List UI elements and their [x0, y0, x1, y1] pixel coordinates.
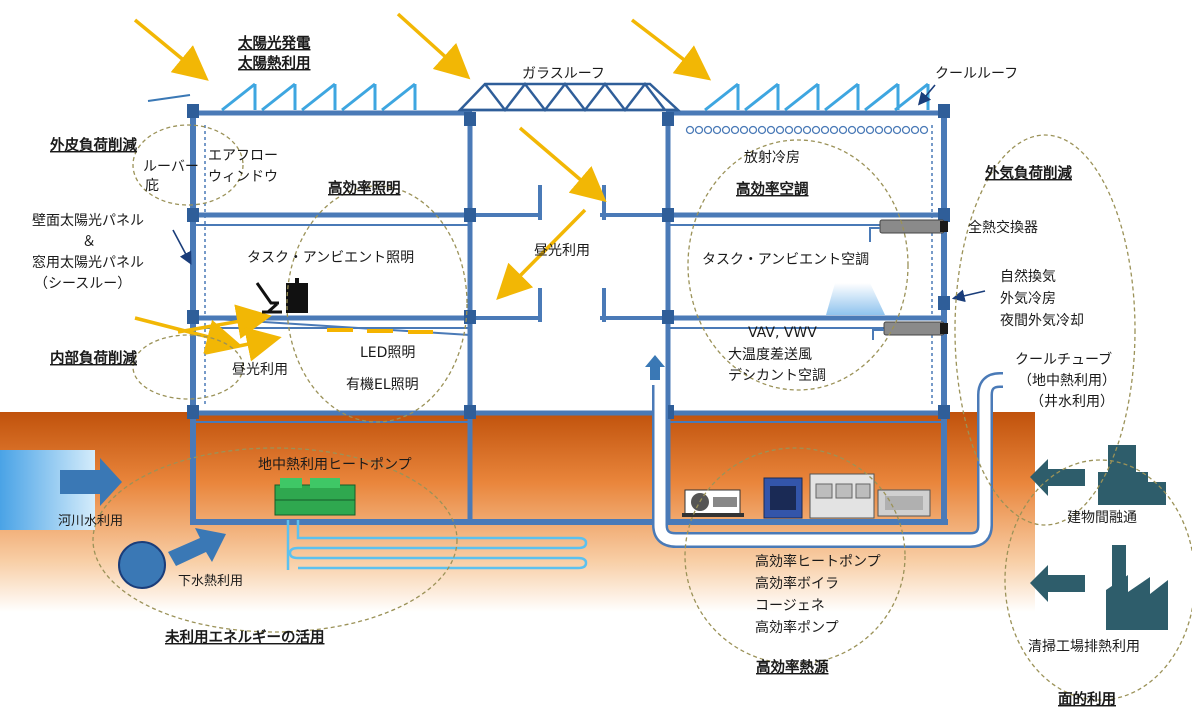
sewage-flow-arrow — [168, 528, 226, 566]
airflow-window-label-1: エアフロー — [208, 148, 278, 164]
vav-label: VAV, VWV — [748, 325, 817, 341]
heat-source-2: 高効率ボイラ — [755, 575, 839, 592]
led-light-strips — [327, 328, 433, 334]
office-chair-icon — [255, 282, 282, 314]
cool-tube — [652, 372, 1003, 548]
cool-roof-label: クールルーフ — [935, 66, 1018, 82]
wall-pv-label-2: ＆ — [82, 234, 96, 250]
internal-load-heading: 内部負荷削減 — [50, 349, 137, 367]
unused-energy-heading: 未利用エネルギーの活用 — [164, 628, 325, 646]
wall-pv-label-1: 壁面太陽光パネル — [32, 213, 144, 229]
daylight-left-label: 昼光利用 — [232, 362, 288, 378]
inter-building-arrow — [1030, 459, 1085, 496]
inter-building-label: 建物間融通 — [1067, 510, 1137, 526]
heat-source-1: 高効率ヒートポンプ — [755, 553, 881, 570]
solar-panel-icon — [221, 82, 930, 112]
wall-pv-label-3: 窓用太陽光パネル — [32, 254, 144, 271]
high-eff-ac-heading: 高効率空調 — [736, 180, 809, 198]
cool-roof-pointer — [917, 84, 936, 106]
high-eff-heat-source-heading: 高効率熱源 — [756, 658, 829, 676]
led-label: LED照明 — [360, 345, 415, 361]
solar-heat-label: 太陽熱利用 — [238, 54, 311, 72]
sewage-pipe-icon — [118, 541, 166, 589]
glass-roof-truss-icon — [457, 81, 682, 113]
geothermal-pipe-coil — [286, 520, 588, 570]
river-flow-arrow — [60, 458, 122, 506]
radiant-cooling-pipes — [685, 125, 929, 135]
louver-label: ルーバー — [143, 159, 199, 175]
pump-icon — [682, 489, 744, 517]
sun-ray-arrow-icon — [133, 12, 712, 362]
airflow-window-label-2: ウィンドウ — [208, 169, 278, 185]
organic-el-label: 有機EL照明 — [346, 377, 419, 393]
high-eff-lighting-heading: 高効率照明 — [328, 179, 401, 197]
radiant-cooling-label: 放射冷房 — [744, 150, 800, 166]
geo-heat-pump-label: 地中熱利用ヒートポンプ — [258, 457, 412, 473]
glass-roof-label: ガラスルーフ — [522, 66, 605, 82]
wall-pv-pointer — [172, 229, 192, 265]
group-ellipses — [92, 124, 1192, 701]
heat-source-3: コージェネ — [755, 598, 825, 614]
river-water-label: 河川水利用 — [58, 514, 123, 529]
area-use-heading: 面的利用 — [1058, 690, 1116, 708]
desiccant-label: デシカント空調 — [728, 367, 826, 384]
natural-vent-pointer — [951, 289, 986, 303]
cogeneration-icon — [809, 473, 931, 519]
eaves-label: 庇 — [145, 178, 159, 194]
cool-tube-label-3: （井水利用） — [1030, 394, 1114, 410]
natural-vent-label: 自然換気 — [1000, 268, 1056, 285]
total-heat-exchanger-label: 全熱交換器 — [968, 219, 1038, 236]
building-icon — [1098, 445, 1166, 505]
incinerator-heat-label: 清掃工場排熱利用 — [1028, 638, 1140, 655]
cool-tube-label-2: （地中熱利用） — [1018, 373, 1116, 389]
incinerator-arrow — [1030, 565, 1085, 602]
factory-icon — [1106, 545, 1168, 630]
large-dt-label: 大温度差送風 — [728, 347, 812, 363]
night-cooling-label: 夜間外気冷却 — [1000, 313, 1084, 329]
cool-tube-label-1: クールチューブ — [1015, 351, 1112, 368]
solar-power-label: 太陽光発電 — [238, 34, 311, 52]
sewage-heat-label: 下水熱利用 — [178, 574, 243, 589]
task-ambient-lighting-label: タスク・アンビエント照明 — [247, 250, 414, 266]
heat-source-4: 高効率ポンプ — [755, 619, 839, 636]
cool-tube-up-arrow — [645, 355, 665, 380]
desk-unit-icon — [286, 283, 308, 313]
outdoor-load-heading: 外気負荷削減 — [985, 164, 1072, 182]
building-structure — [190, 110, 948, 525]
boiler-icon — [763, 477, 803, 519]
envelope-load-heading: 外皮負荷削減 — [50, 136, 137, 154]
heat-pump-icon — [274, 478, 356, 516]
ac-vent-icon — [826, 283, 885, 315]
heat-exchanger-icon — [869, 219, 948, 340]
daylight-center-label: 昼光利用 — [534, 243, 590, 259]
task-ambient-ac-label: タスク・アンビエント空調 — [702, 252, 869, 268]
wall-pv-label-4: （シースルー） — [34, 276, 131, 292]
outdoor-cooling-label: 外気冷房 — [1000, 291, 1056, 307]
